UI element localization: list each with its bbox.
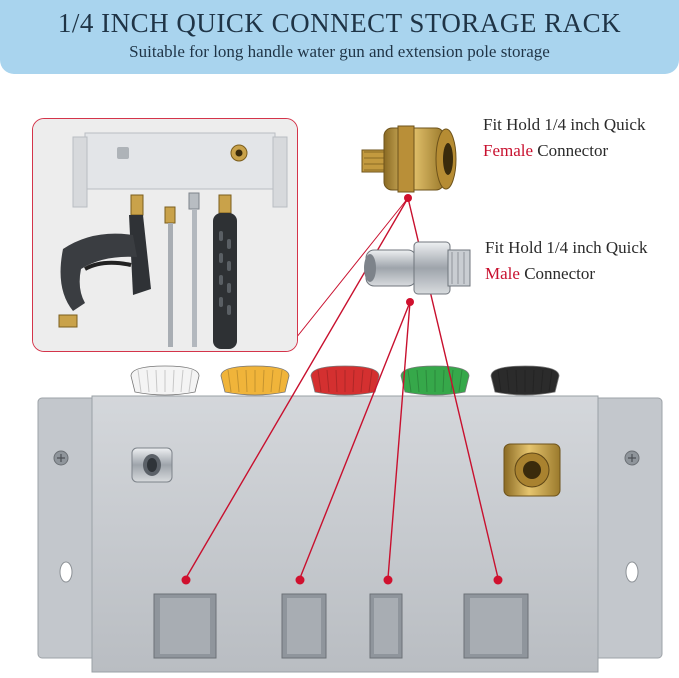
mount-slot-right — [625, 561, 639, 583]
nozzle-tips — [130, 365, 560, 396]
male-callout-rest: Connector — [519, 264, 596, 283]
male-connector-callout: Fit Hold 1/4 inch Quick Male Connector — [485, 235, 647, 287]
male-label: Male — [485, 264, 520, 283]
installed-rack-photo — [33, 119, 297, 351]
rack-male-connector-icon — [131, 447, 173, 483]
title-banner: 1/4 INCH QUICK CONNECT STORAGE RACK Suit… — [0, 0, 679, 74]
male-callout-line1: Fit Hold 1/4 inch Quick — [485, 238, 648, 257]
male-connector-icon — [364, 241, 471, 295]
female-callout-line1: Fit Hold 1/4 inch Quick — [483, 115, 646, 134]
male-callout-line2: Male Connector — [485, 261, 647, 287]
female-label: Female — [483, 141, 534, 160]
tool-slots — [153, 593, 529, 659]
black-nozzle-tip — [490, 365, 560, 396]
mount-slot-left — [59, 561, 73, 583]
pointer-dots — [181, 194, 503, 585]
female-connector-icon — [361, 125, 457, 193]
red-nozzle-tip — [310, 365, 380, 396]
banner-title: 1/4 INCH QUICK CONNECT STORAGE RACK — [57, 8, 622, 38]
installed-rack-inset — [32, 118, 298, 352]
yellow-nozzle-tip — [220, 365, 290, 396]
white-nozzle-tip — [130, 365, 200, 396]
female-callout-line2: Female Connector — [483, 138, 645, 164]
banner-subtitle: Suitable for long handle water gun and e… — [129, 42, 550, 61]
female-callout-rest: Connector — [533, 141, 609, 160]
female-connector-callout: Fit Hold 1/4 inch Quick Female Connector — [483, 112, 645, 164]
green-nozzle-tip — [400, 365, 470, 396]
rack-female-connector-icon — [503, 443, 561, 497]
